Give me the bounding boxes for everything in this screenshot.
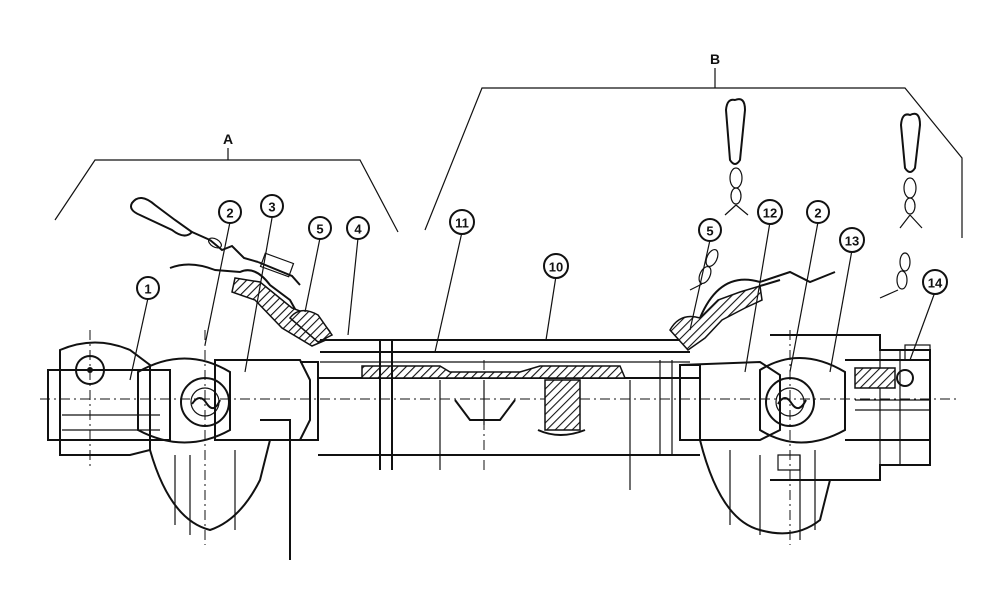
right-yoke (770, 334, 931, 481)
callout-3: 3 (260, 194, 284, 218)
right-cross-joint (679, 357, 846, 540)
callout-3-label: 3 (268, 200, 275, 215)
left-cross-joint (149, 359, 319, 560)
callout-13-label: 13 (845, 234, 859, 249)
callout-4: 4 (346, 216, 370, 240)
bracket-b (424, 68, 963, 238)
callout-1-label: 1 (144, 282, 151, 297)
callout-5-left-label: 5 (316, 222, 323, 237)
leader-lines (129, 217, 936, 381)
callout-1: 1 (136, 276, 160, 300)
callout-12-label: 12 (763, 206, 777, 221)
callout-11: 11 (449, 209, 475, 235)
group-label-a: A (223, 131, 233, 147)
left-shield-cone (169, 263, 334, 347)
callout-10-label: 10 (549, 260, 563, 275)
callout-2-left: 2 (218, 200, 242, 224)
right-safety-chain-2 (879, 112, 923, 299)
callout-14-label: 14 (928, 276, 943, 291)
right-safety-chain-1 (689, 98, 749, 291)
callout-10: 10 (543, 253, 569, 279)
callout-11-label: 11 (455, 216, 469, 231)
callout-5-right: 5 (698, 218, 722, 242)
callout-12: 12 (757, 199, 783, 225)
right-shield-cone (669, 270, 836, 351)
callout-5-left: 5 (308, 216, 332, 240)
central-shaft (318, 339, 700, 490)
callout-2-right-label: 2 (814, 206, 821, 221)
callout-2-left-label: 2 (226, 206, 233, 221)
left-yoke (47, 341, 231, 456)
group-label-b: B (710, 51, 720, 67)
callout-4-label: 4 (354, 222, 362, 237)
callout-14: 14 (922, 269, 948, 295)
callout-5-right-label: 5 (706, 224, 713, 239)
left-safety-chain (130, 197, 301, 286)
bracket-a (54, 148, 399, 233)
callout-2-right: 2 (806, 200, 830, 224)
callout-13: 13 (839, 227, 865, 253)
